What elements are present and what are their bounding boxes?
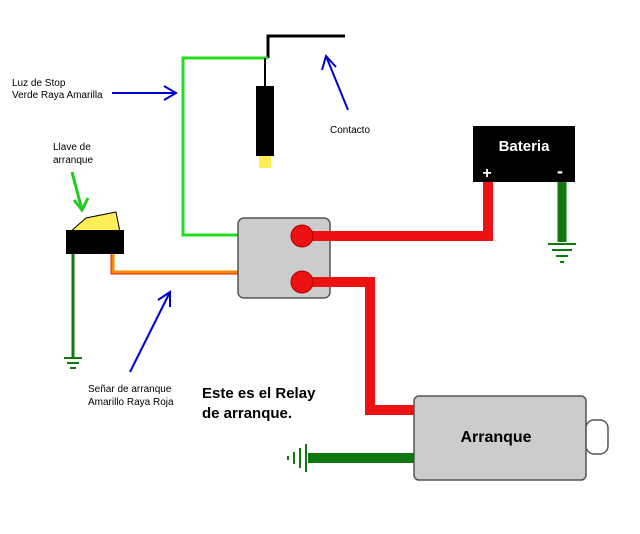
- label-luz-stop-1: Luz de Stop: [12, 78, 66, 89]
- starter-shaft: [585, 419, 609, 455]
- battery-label: Bateria: [499, 138, 551, 155]
- fuse-connector: [256, 86, 274, 156]
- arrow-llave-icon: [70, 171, 90, 213]
- label-relay-1: Este es el Relay: [202, 385, 316, 402]
- label-relay-2: de arranque.: [202, 405, 292, 422]
- ignition-switch: [66, 230, 124, 254]
- label-llave-2: arranque: [53, 155, 93, 166]
- label-luz-stop-2: Verde Raya Amarilla: [12, 90, 103, 101]
- battery-positive-wire: [302, 182, 493, 241]
- starter-wire: [302, 277, 416, 415]
- label-senal-2: Amarillo Raya Roja: [88, 397, 174, 408]
- arrow-luz-stop-icon: [112, 85, 178, 101]
- starter-ground-icon: [287, 444, 307, 472]
- battery-plus-sign: +: [482, 165, 491, 182]
- label-contacto: Contacto: [330, 125, 370, 136]
- switch-ground-icon: [64, 357, 82, 369]
- fuse-tip: [259, 156, 271, 168]
- battery-body: [473, 126, 575, 182]
- signal-wire: [111, 252, 238, 274]
- arrow-contacto-icon: [321, 53, 349, 111]
- label-llave-1: Llave de: [53, 142, 91, 153]
- label-senal-1: Señar de arranque: [88, 384, 172, 395]
- battery-ground-icon: [548, 243, 576, 263]
- switch-lever-icon: [68, 211, 121, 233]
- battery-minus-sign: -: [557, 161, 563, 181]
- starter-label: Arranque: [460, 429, 531, 446]
- relay-terminal-bottom: [290, 270, 314, 294]
- signal-wire-stripe: [110, 254, 238, 275]
- stop-light-wire: [181, 56, 268, 237]
- relay-terminal-top: [290, 224, 314, 248]
- contacto-wire: [266, 34, 345, 58]
- arrow-senal-icon: [129, 290, 171, 373]
